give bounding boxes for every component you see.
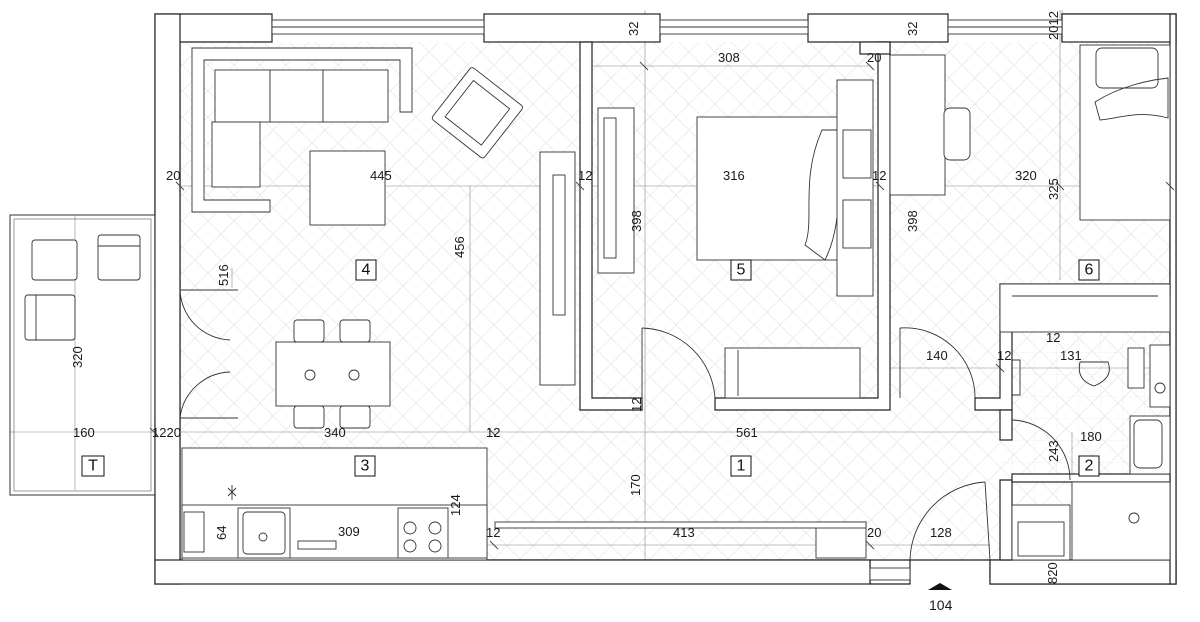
room-label-4: 4 (362, 262, 371, 279)
dim-398-a: 398 (629, 210, 644, 232)
dim-340: 340 (324, 425, 346, 440)
dim-12-c: 12 (1046, 330, 1060, 345)
dim-820: 820 (1045, 562, 1060, 584)
room-label-terrace: T (88, 458, 98, 475)
room6-furniture (889, 44, 1171, 399)
entrance-arrow-icon (928, 583, 952, 590)
dim-180: 180 (1080, 429, 1102, 444)
bedroom-furniture (597, 79, 874, 399)
dim-12-a: 12 (578, 168, 592, 183)
terrace (9, 214, 156, 496)
dim-1220: 1220 (152, 425, 181, 440)
bathroom-fixtures (999, 283, 1171, 561)
entrance-label: 104 (929, 597, 953, 613)
dim-32-a: 32 (626, 22, 641, 36)
room-labels: 4 5 6 3 1 2 T (81, 259, 1100, 477)
dim-131: 131 (1060, 348, 1082, 363)
dim-325: 325 (1046, 178, 1061, 200)
dim-12-g: 12 (486, 525, 500, 540)
dim-12-e: 12 (486, 425, 500, 440)
room-label-2: 2 (1085, 458, 1094, 475)
dim-128: 128 (930, 525, 952, 540)
dim-316: 316 (723, 168, 745, 183)
dim-20-top: 20 (867, 50, 881, 65)
dim-12-d: 12 (997, 348, 1011, 363)
room-label-3: 3 (361, 458, 370, 475)
dim-456: 456 (452, 236, 467, 258)
dim-561: 561 (736, 425, 758, 440)
dim-20-b: 20 (867, 525, 881, 540)
dim-413: 413 (673, 525, 695, 540)
dim-320-r: 320 (1015, 168, 1037, 183)
hall-fixtures (494, 481, 991, 590)
dim-124: 124 (448, 494, 463, 516)
dim-64: 64 (214, 526, 229, 540)
dim-398-b: 398 (905, 210, 920, 232)
dim-516: 516 (216, 264, 231, 286)
dim-12-b: 12 (872, 168, 886, 183)
dim-160: 160 (73, 425, 95, 440)
dimension-labels: 32 32 2012 308 20 20 445 12 316 12 320 3… (70, 11, 1102, 613)
dim-12-f: 12 (629, 398, 644, 412)
dimension-ticks (149, 61, 1175, 550)
dim-20-left: 20 (166, 168, 180, 183)
dim-170: 170 (628, 474, 643, 496)
room-label-5: 5 (737, 262, 746, 279)
dim-2012: 2012 (1046, 11, 1061, 40)
dim-308: 308 (718, 50, 740, 65)
dim-445: 445 (370, 168, 392, 183)
living-furniture (179, 47, 576, 429)
dim-320-t: 320 (70, 346, 85, 368)
dim-243: 243 (1046, 440, 1061, 462)
room-label-1: 1 (737, 458, 746, 475)
dimension-lines (10, 10, 1170, 582)
dim-140: 140 (926, 348, 948, 363)
room-label-6: 6 (1085, 262, 1094, 279)
dim-309: 309 (338, 524, 360, 539)
kitchen-fixtures (181, 447, 488, 561)
dim-32-b: 32 (905, 22, 920, 36)
